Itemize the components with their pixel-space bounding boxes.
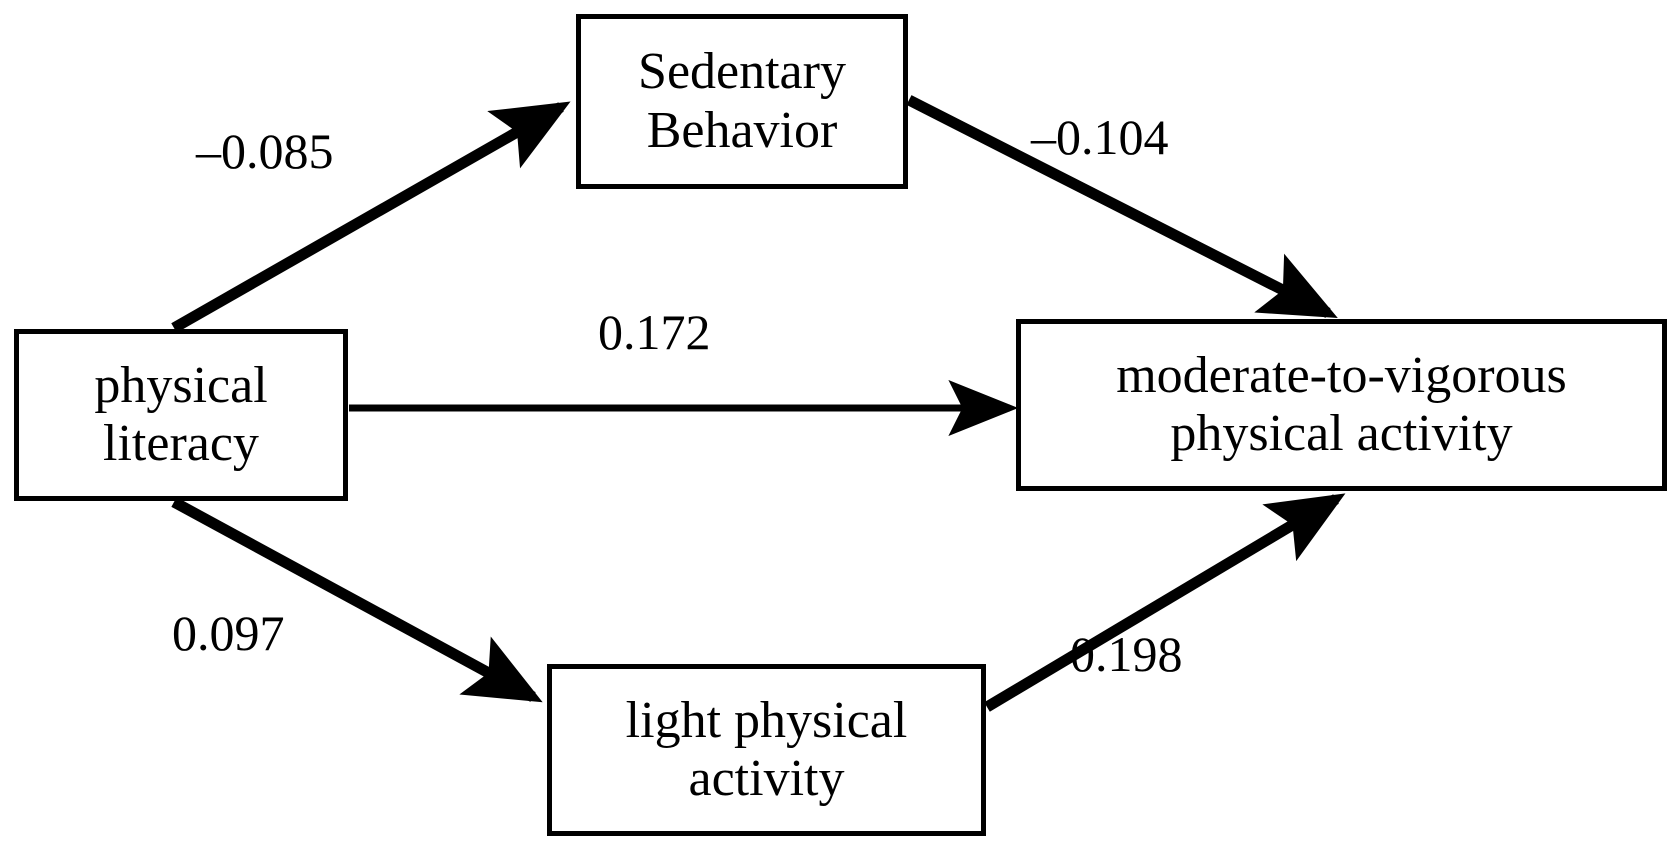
edge-label-sb-to-mvpa: –0.104	[1031, 109, 1169, 165]
node-moderate-to-vigorous-physical-activity[interactable]: moderate-to-vigorous physical activity	[1016, 319, 1667, 491]
node-light-physical-activity-label: light physical activity	[625, 691, 908, 807]
edge-lpa-to-mvpa	[984, 493, 1346, 712]
edge-label-pl-to-mvpa: 0.172	[598, 304, 711, 360]
node-sedentary-behavior-label: Sedentary Behavior	[638, 43, 846, 159]
edge-sb-to-mvpa	[906, 95, 1338, 318]
node-sedentary-behavior[interactable]: Sedentary Behavior	[576, 14, 908, 189]
edge-label-pl-to-sb: –0.085	[196, 123, 334, 179]
edge-pl-to-lpa	[171, 497, 543, 703]
node-physical-literacy[interactable]: physical literacy	[14, 329, 348, 501]
node-moderate-to-vigorous-physical-activity-label: moderate-to-vigorous physical activity	[1116, 346, 1567, 462]
edge-label-pl-to-lpa: 0.097	[172, 605, 285, 661]
node-physical-literacy-label: physical literacy	[94, 356, 268, 472]
edge-pl-to-sb	[171, 101, 571, 333]
edge-label-lpa-to-mvpa: 0.198	[1070, 626, 1183, 682]
node-light-physical-activity[interactable]: light physical activity	[547, 664, 986, 836]
